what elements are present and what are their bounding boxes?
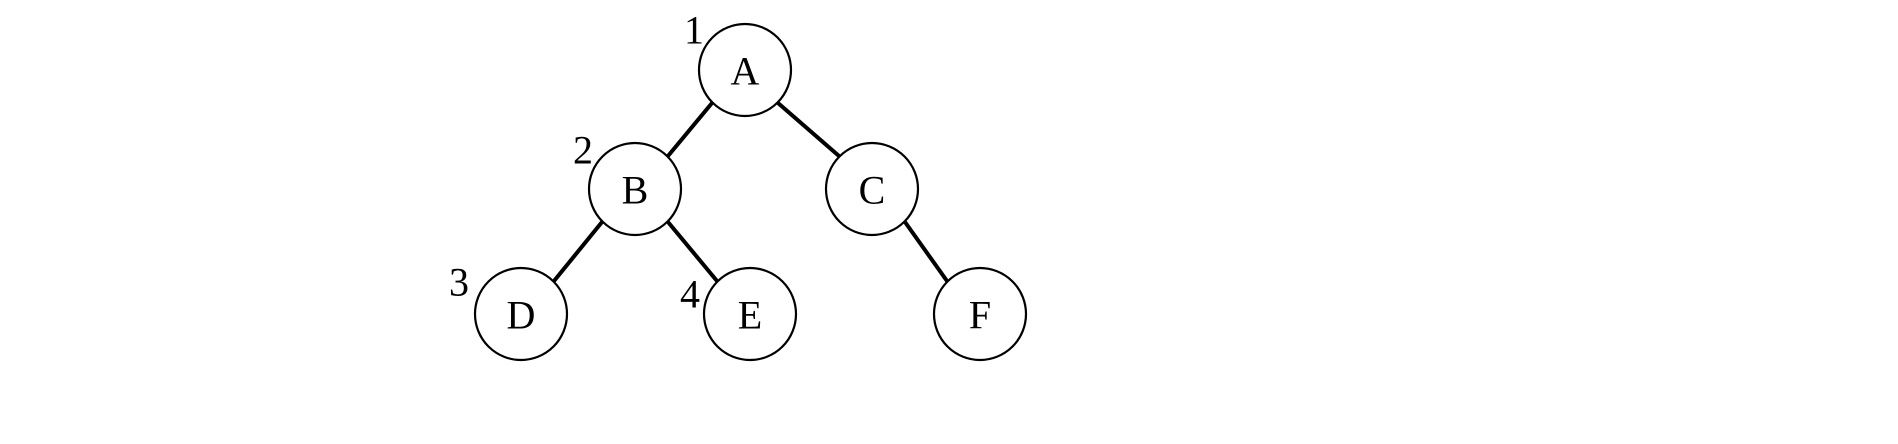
- node-label-d: D: [507, 293, 536, 338]
- node-circle-d[interactable]: [473, 266, 569, 362]
- tree-edge-b-e: [666, 220, 719, 283]
- tree-edge-c-f: [903, 220, 949, 283]
- node-label-b: B: [622, 168, 649, 213]
- node-label-c: C: [859, 168, 886, 213]
- node-label-f: F: [969, 293, 991, 338]
- node-circle-e[interactable]: [702, 266, 798, 362]
- tree-node-a[interactable]: A: [697, 22, 793, 118]
- tree-node-c[interactable]: C: [824, 141, 920, 237]
- edge-layer: [552, 101, 949, 283]
- node-label-a: A: [731, 49, 760, 94]
- node-circle-c[interactable]: [824, 141, 920, 237]
- tree-edge-a-b: [666, 101, 714, 158]
- node-circle-b[interactable]: [587, 141, 683, 237]
- tree-edge-a-c: [776, 101, 841, 158]
- node-layer: A B C D E F: [473, 22, 1028, 362]
- tree-node-b[interactable]: B: [587, 141, 683, 237]
- tree-node-e[interactable]: E: [702, 266, 798, 362]
- order-label-d: 3: [449, 260, 469, 305]
- node-circle-a[interactable]: [697, 22, 793, 118]
- tree-node-d[interactable]: D: [473, 266, 569, 362]
- node-label-e: E: [738, 293, 762, 338]
- order-label-e: 4: [680, 272, 700, 317]
- tree-node-f[interactable]: F: [932, 266, 1028, 362]
- order-label-a: 1: [684, 8, 704, 53]
- order-label-layer: 1 2 3 4: [449, 8, 704, 317]
- node-circle-f[interactable]: [932, 266, 1028, 362]
- order-label-b: 2: [573, 128, 593, 173]
- tree-edge-b-d: [552, 220, 604, 283]
